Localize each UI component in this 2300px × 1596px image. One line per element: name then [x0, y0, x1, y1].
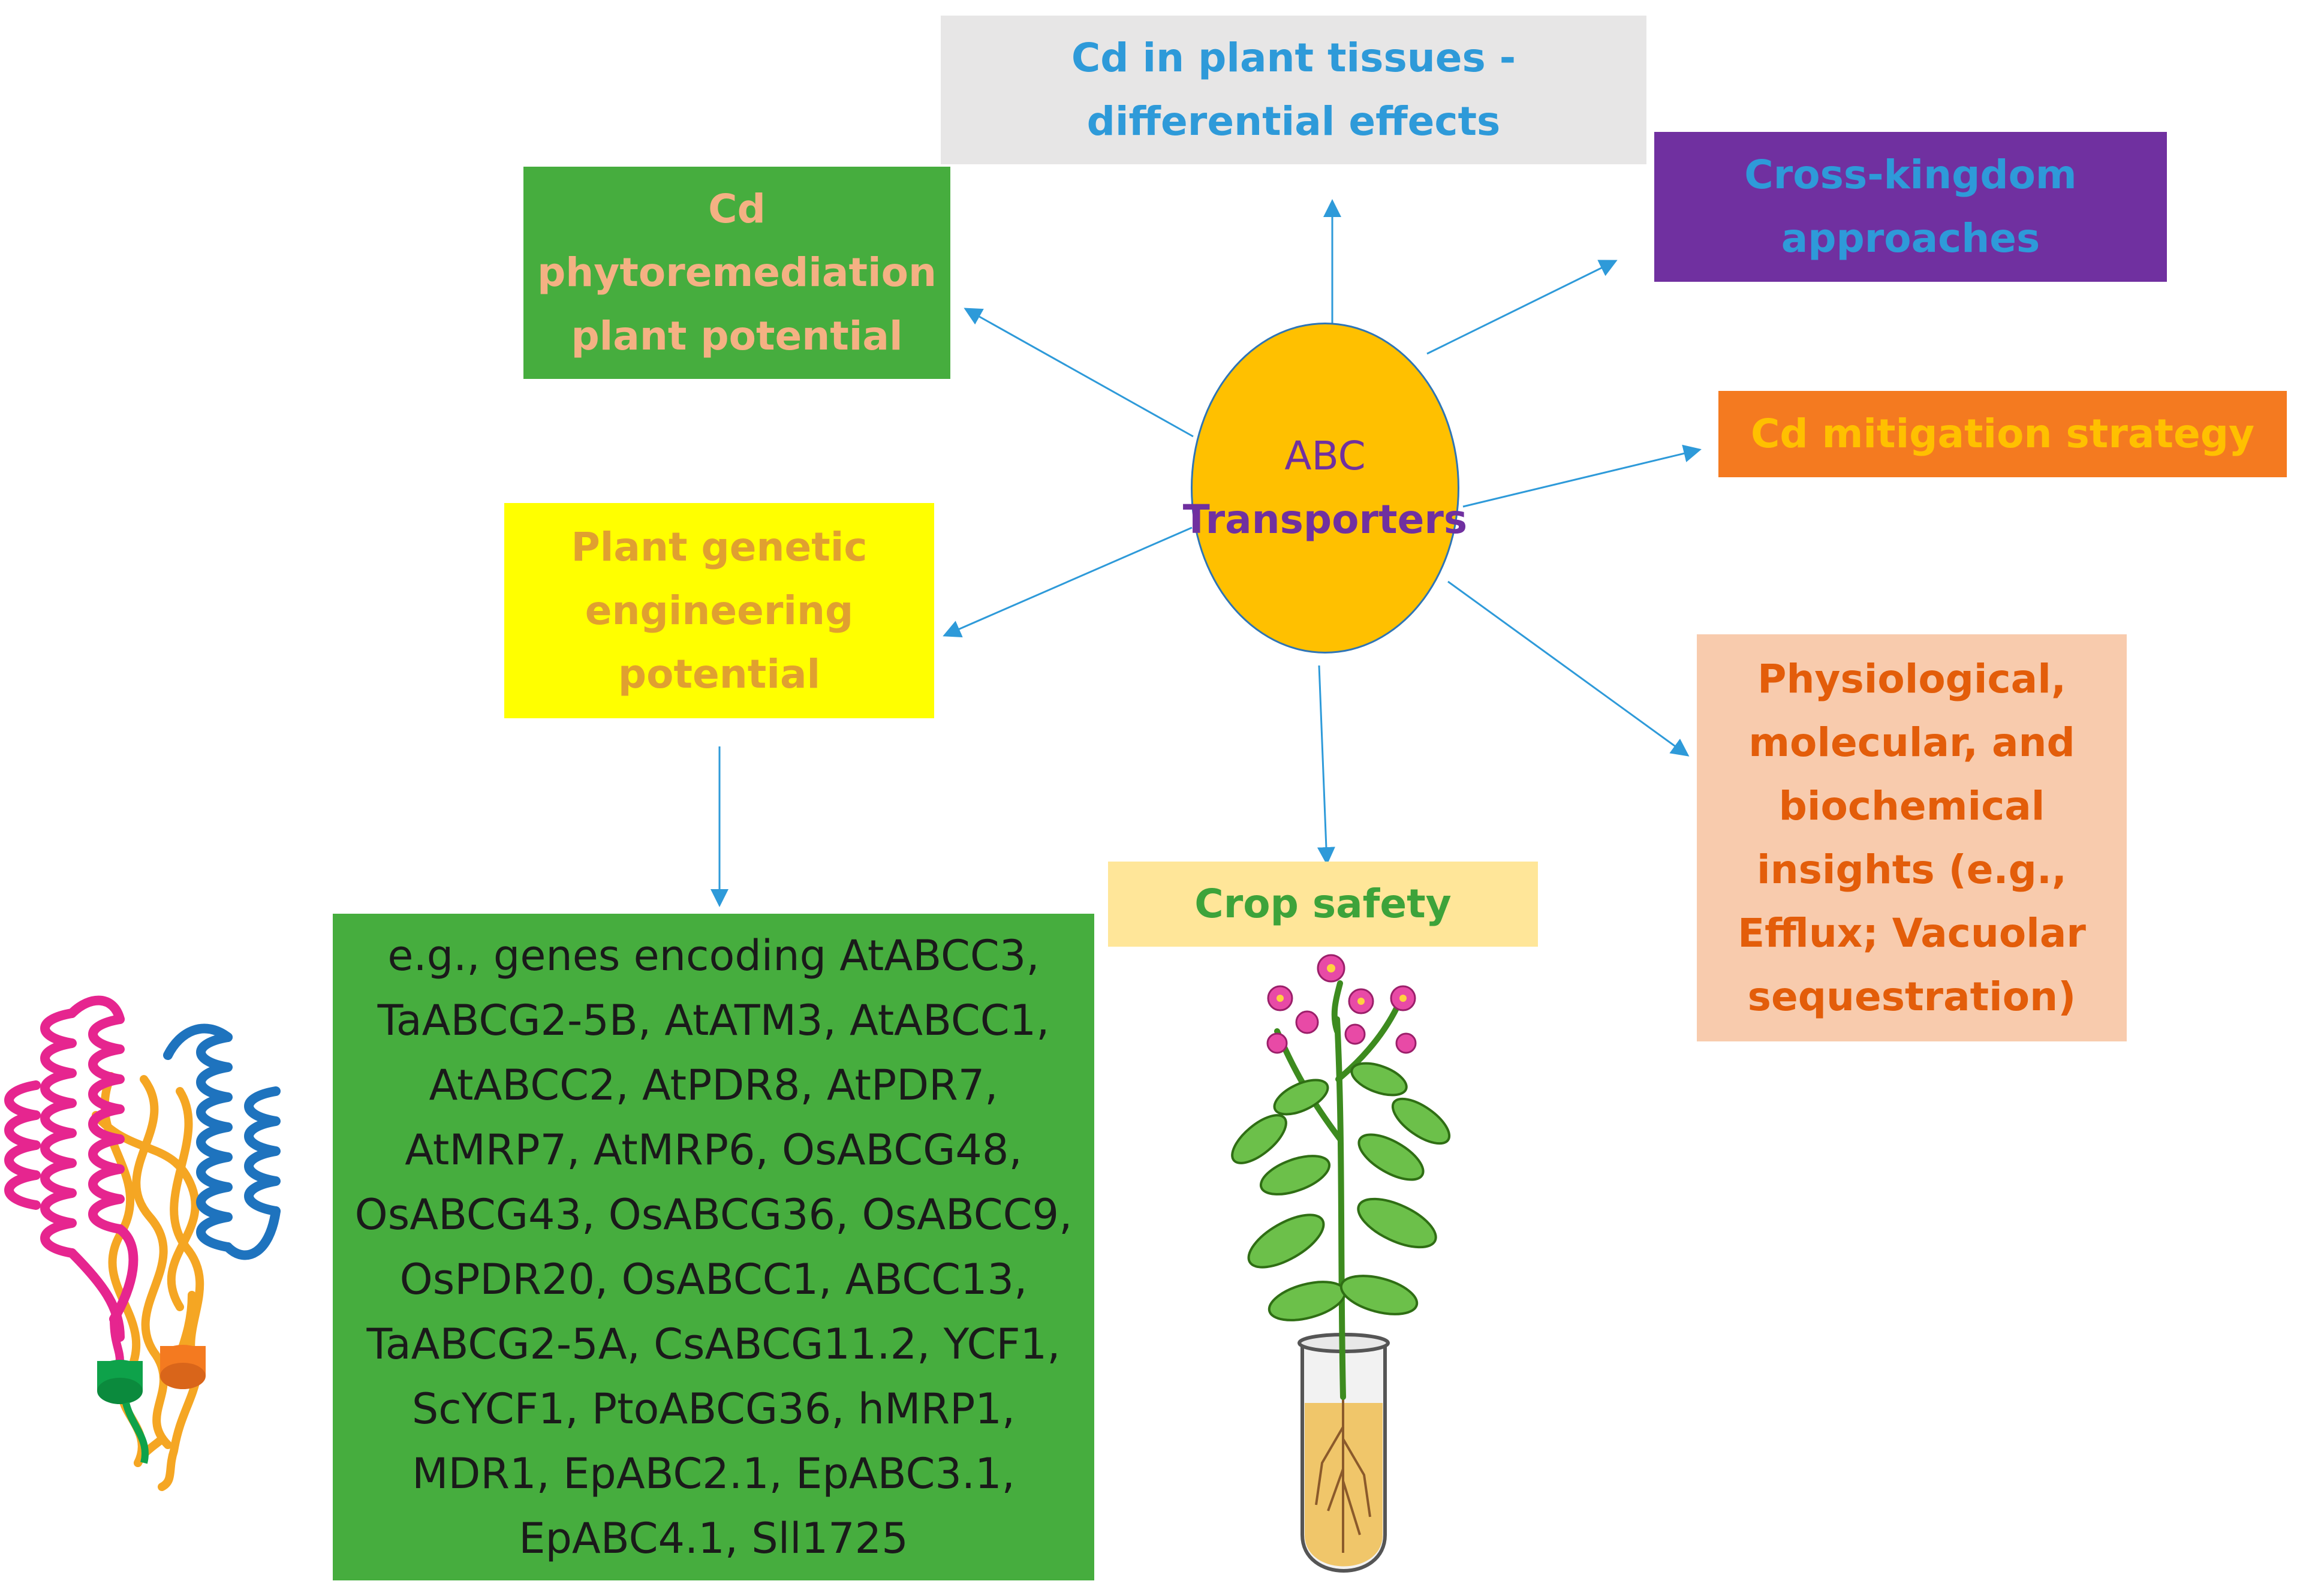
node-mitigation-label: Cd mitigation strategy [1751, 411, 2254, 457]
node-genes-label: e.g., genes encoding AtABCC3, TaABCG2-5B… [354, 931, 1073, 1563]
abc-transporters-node: ABC Transporters [1183, 323, 1467, 654]
arrow-to-crosskingdom [1426, 260, 1618, 355]
arrow-to-genetic [943, 526, 1193, 637]
arrow-to-phyto [964, 308, 1194, 438]
arrow-to-crop [1317, 665, 1335, 865]
arrow-to-mitigation [1462, 444, 1702, 508]
node-genetic-label: Plant genetic engineering potential [571, 523, 868, 697]
node-phyto: Cd phytoremediation plant potential [523, 167, 950, 379]
center-label-transporters: Transporters [1182, 496, 1468, 543]
arrow-to-physio [1447, 580, 1690, 757]
node-genes: e.g., genes encoding AtABCC3, TaABCG2-5B… [333, 914, 1094, 1580]
node-crop: Crop safety [1108, 862, 1538, 947]
node-tissues: Cd in plant tissues - differential effec… [941, 16, 1646, 164]
node-mitigation: Cd mitigation strategy [1718, 391, 2287, 477]
node-crop-label: Crop safety [1194, 881, 1452, 927]
node-tissues-label: Cd in plant tissues - differential effec… [1071, 35, 1516, 144]
node-genetic: Plant genetic engineering potential [504, 503, 934, 718]
node-crosskingdom-label: Cross-kingdom approaches [1744, 152, 2077, 261]
node-crosskingdom: Cross-kingdom approaches [1654, 132, 2167, 282]
center-label-abc: ABC [1284, 433, 1366, 479]
node-phyto-label: Cd phytoremediation plant potential [537, 186, 937, 359]
node-physio-label: Physiological, molecular, and biochemica… [1738, 655, 2086, 1020]
node-physio: Physiological, molecular, and biochemica… [1697, 634, 2127, 1041]
